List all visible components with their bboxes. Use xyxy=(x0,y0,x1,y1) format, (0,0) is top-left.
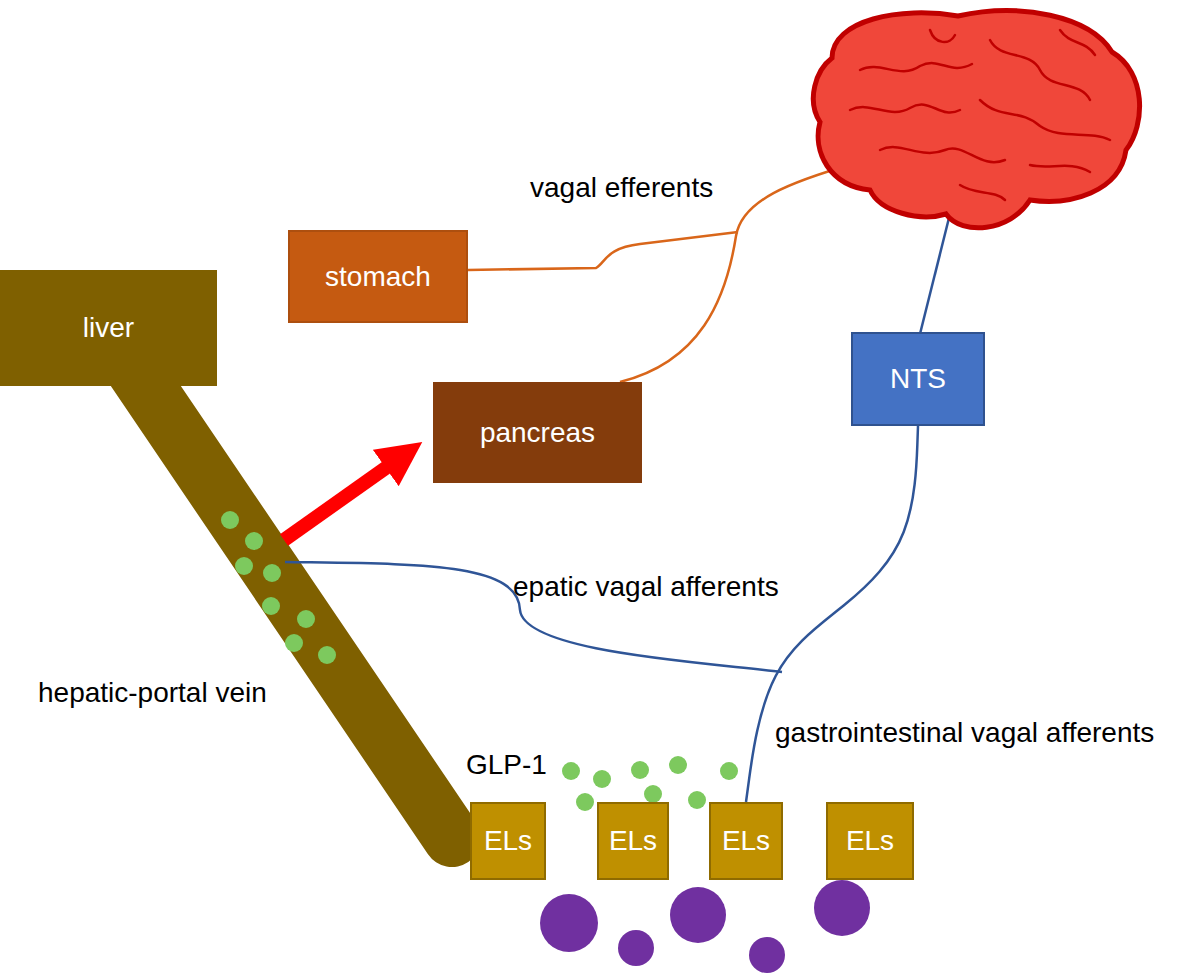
cell-box: ELs xyxy=(597,802,669,880)
node-label: NTS xyxy=(890,363,946,395)
portal-vein xyxy=(135,370,452,838)
glp1-dot xyxy=(576,793,594,811)
brain-fold xyxy=(1030,165,1090,172)
brain-fold xyxy=(860,63,972,71)
glp1-dot xyxy=(285,634,303,652)
cell-box: ELs xyxy=(709,802,783,880)
brain-illustration xyxy=(813,11,1139,228)
node-label: ELs xyxy=(846,825,894,857)
brain-fold xyxy=(980,100,1110,140)
glp1-dot xyxy=(263,564,281,582)
glp1-dot xyxy=(221,511,239,529)
glp1-dot xyxy=(631,761,649,779)
cell-box: ELs xyxy=(826,802,914,880)
glp1-dot xyxy=(318,646,336,664)
glp1-dot xyxy=(669,756,687,774)
nutrient-circle xyxy=(749,937,785,973)
brain-fold xyxy=(990,40,1090,100)
brain-fold xyxy=(1060,30,1095,55)
vagal-efferent-line xyxy=(468,232,738,270)
nutrient-circles xyxy=(540,880,870,973)
nutrient-circle xyxy=(618,930,654,966)
nucleus-box: NTS xyxy=(851,332,985,426)
glp1-dot xyxy=(297,610,315,628)
organ-box: stomach xyxy=(288,230,468,323)
glp1-dots-vein xyxy=(221,511,336,664)
text-label: GLP-1 xyxy=(466,749,547,781)
text-label: vagal efferents xyxy=(530,172,713,204)
glp1-dot xyxy=(688,791,706,809)
glp1-dot xyxy=(245,532,263,550)
brain-outline xyxy=(813,11,1139,228)
brain-folds xyxy=(850,30,1110,200)
nutrient-circle xyxy=(540,894,598,952)
node-label: stomach xyxy=(325,261,431,293)
glp1-dot xyxy=(562,762,580,780)
node-label: ELs xyxy=(609,825,657,857)
glp1-dot xyxy=(644,785,662,803)
organ-box: pancreas xyxy=(433,382,642,483)
node-label: pancreas xyxy=(480,417,595,449)
node-label: ELs xyxy=(484,825,532,857)
glp1-dot xyxy=(593,770,611,788)
node-label: ELs xyxy=(722,825,770,857)
brain-fold xyxy=(960,185,1005,200)
brain-fold xyxy=(880,147,1005,162)
hepatic-afferent-line xyxy=(285,562,782,672)
nutrient-circle xyxy=(814,880,870,936)
glp1-dot xyxy=(262,597,280,615)
brain-fold xyxy=(850,105,960,113)
glp1-dot xyxy=(235,557,253,575)
connector-label: gastrointestinal vagal afferents xyxy=(775,717,1154,749)
brain-fold xyxy=(930,30,955,42)
organ-box: liver xyxy=(0,270,217,386)
node-label: liver xyxy=(83,312,134,344)
red-arrow xyxy=(284,455,404,540)
text-label: epatic vagal afferents xyxy=(513,571,779,603)
cell-box: ELs xyxy=(470,802,546,880)
glp1-dot xyxy=(720,762,738,780)
nutrient-circle xyxy=(670,887,726,943)
text-label: hepatic-portal vein xyxy=(38,677,267,709)
